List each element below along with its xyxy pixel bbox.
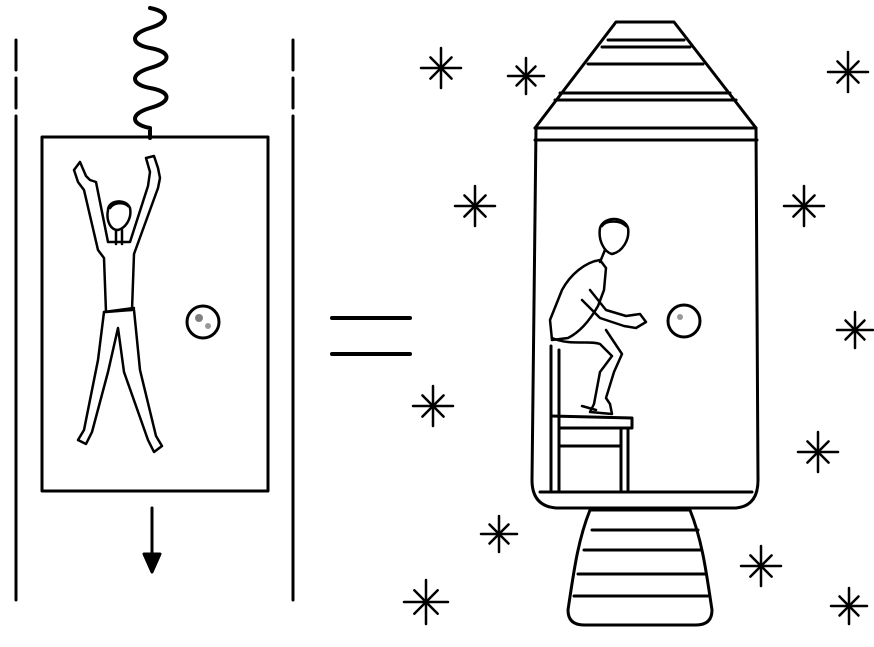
star-icon — [741, 546, 781, 586]
capsule-icon — [532, 128, 758, 508]
star-icon — [481, 516, 517, 552]
person-arms-up-icon — [74, 156, 162, 452]
floating-ball-icon — [668, 305, 700, 337]
person-crouching-icon — [550, 219, 646, 414]
star-icon — [421, 48, 461, 88]
star-icon — [508, 58, 544, 94]
star-icon — [413, 386, 453, 426]
star-icon — [784, 186, 824, 226]
equals-sign — [332, 318, 410, 354]
star-icon — [455, 186, 495, 226]
star-icon — [404, 580, 448, 624]
rocket-nozzle-icon — [568, 510, 712, 625]
star-icon — [831, 588, 867, 624]
rocket-nose-cone-icon — [535, 22, 756, 128]
star-field — [404, 48, 873, 624]
elevator-box — [42, 137, 268, 491]
star-icon — [837, 312, 873, 348]
falling-elevator-panel — [16, 8, 293, 600]
star-icon — [798, 432, 838, 472]
star-icon — [828, 52, 868, 92]
chair-icon — [551, 346, 632, 490]
spacecraft-panel — [532, 22, 758, 625]
floating-ball-icon — [187, 306, 219, 338]
down-arrow-icon — [144, 508, 160, 572]
spring-icon — [135, 8, 167, 138]
